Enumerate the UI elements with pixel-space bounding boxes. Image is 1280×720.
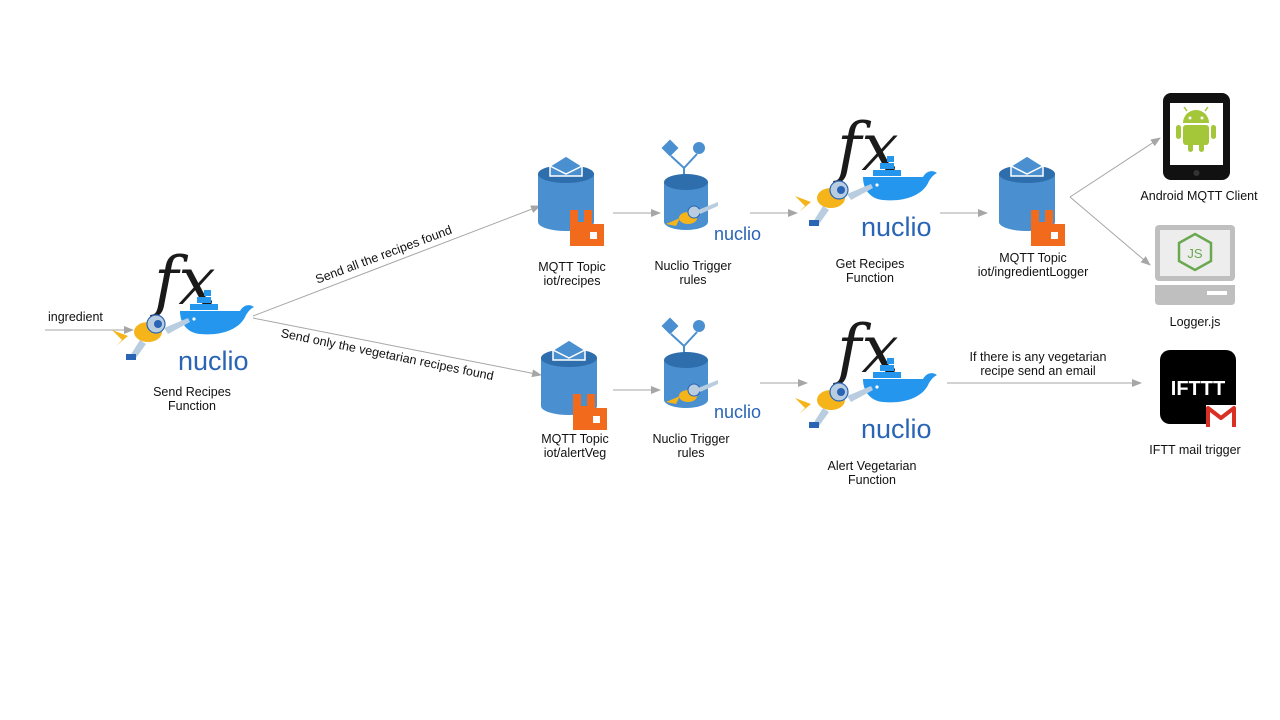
trigger-top-line1: Nuclio Trigger: [654, 259, 732, 273]
android-icon: [1176, 106, 1216, 152]
edge-to-android: [1069, 137, 1161, 198]
gmail-icon: [1206, 405, 1236, 427]
mqtt-topic-alertveg-icon: [540, 339, 608, 431]
logger-label: Logger.js: [1150, 315, 1240, 329]
trigger-rules-bottom-icon: [660, 316, 763, 423]
send-recipes-function-icon: [111, 242, 255, 377]
topic-logger-line2: iot/ingredientLogger: [977, 265, 1089, 279]
get-recipes-label: Get Recipes Function: [810, 257, 930, 285]
edge-veg-recipes: [252, 317, 542, 378]
trigger-rules-top-icon: [660, 138, 763, 245]
android-label: Android MQTT Client: [1134, 189, 1264, 203]
topic-alertveg-line2: iot/alertVeg: [543, 446, 607, 460]
ingredient-label: ingredient: [48, 310, 103, 324]
topic-logger-line1: MQTT Topic: [999, 251, 1067, 265]
svg-text:JS: JS: [1187, 246, 1203, 261]
send-recipes-line2: Function: [168, 399, 216, 413]
alert-veg-label: Alert Vegetarian Function: [802, 459, 942, 487]
trigger-bottom-label: Nuclio Trigger rules: [631, 432, 751, 460]
email-line1: If there is any vegetarian: [969, 350, 1107, 364]
get-recipes-line2: Function: [846, 271, 894, 285]
email-line2: recipe send an email: [980, 364, 1096, 378]
edge-to-logger: [1069, 196, 1151, 266]
alert-vegetarian-function-icon: [794, 310, 938, 445]
topic-recipes-line1: MQTT Topic: [538, 260, 606, 274]
trigger-bottom-line1: Nuclio Trigger: [652, 432, 730, 446]
nodejs-laptop-icon: JS: [1155, 225, 1235, 305]
mqtt-topic-logger-icon: [998, 155, 1066, 247]
topic-recipes-label: MQTT Topic iot/recipes: [512, 260, 632, 288]
send-recipes-label: Send Recipes Function: [132, 385, 252, 413]
topic-alertveg-line1: MQTT Topic: [541, 432, 609, 446]
svg-text:IFTTT: IFTTT: [1171, 378, 1225, 400]
alert-veg-line2: Function: [848, 473, 896, 487]
mqtt-topic-recipes-icon: [537, 155, 605, 247]
topic-logger-label: MQTT Topic iot/ingredientLogger: [963, 251, 1103, 279]
trigger-top-line2: rules: [679, 273, 707, 287]
get-recipes-line1: Get Recipes: [835, 257, 905, 271]
get-recipes-function-icon: [794, 108, 938, 243]
edge-all-recipes: [252, 205, 541, 317]
topic-recipes-line2: iot/recipes: [543, 274, 601, 288]
trigger-bottom-line2: rules: [677, 446, 705, 460]
android-line1: Android MQTT Client: [1140, 189, 1258, 203]
android-phone-icon: [1163, 93, 1230, 180]
alert-veg-line1: Alert Vegetarian: [827, 459, 917, 473]
trigger-top-label: Nuclio Trigger rules: [633, 259, 753, 287]
edges: [45, 137, 1161, 394]
send-recipes-line1: Send Recipes: [153, 385, 231, 399]
ifttt-icon: IFTTT: [1160, 350, 1236, 427]
edge-label-email: If there is any vegetarian recipe send a…: [953, 350, 1123, 378]
ifttt-line1: IFTT mail trigger: [1149, 443, 1241, 457]
ifttt-label: IFTT mail trigger: [1130, 443, 1260, 457]
logger-line1: Logger.js: [1169, 315, 1221, 329]
topic-alertveg-label: MQTT Topic iot/alertVeg: [515, 432, 635, 460]
